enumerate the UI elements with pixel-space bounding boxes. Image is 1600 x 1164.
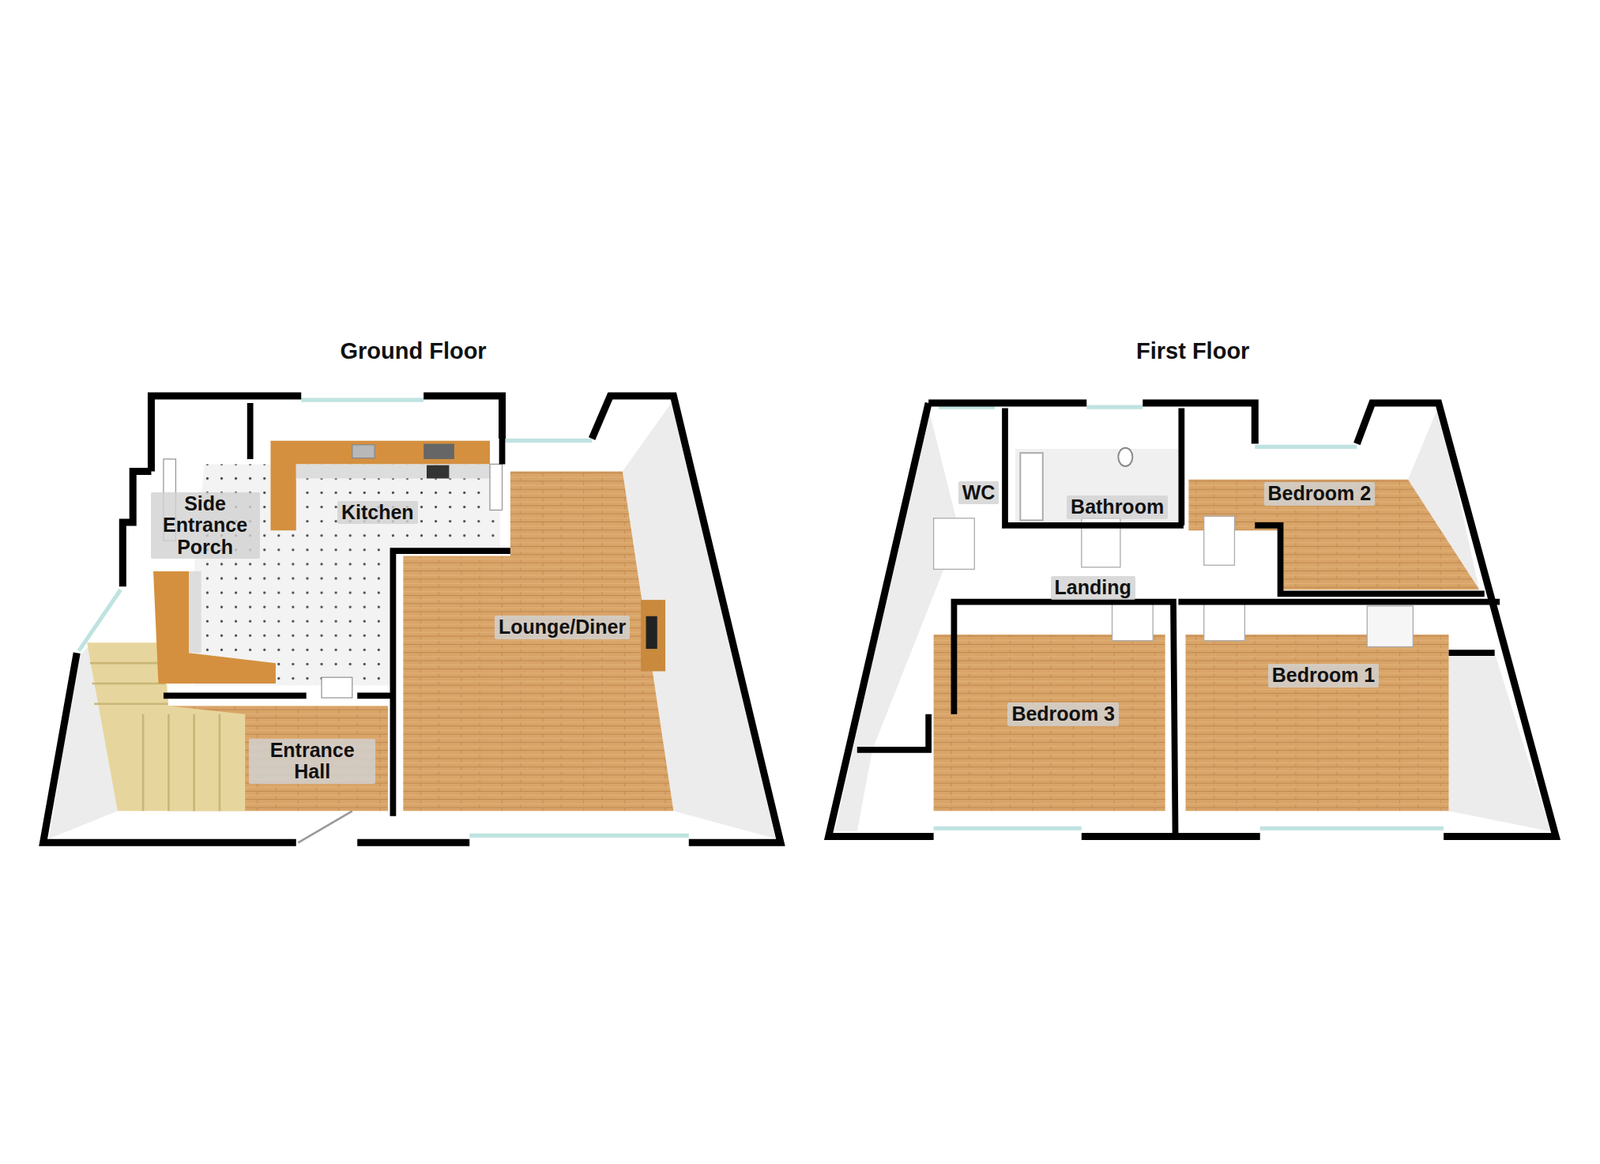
front-door — [297, 810, 352, 843]
door — [933, 518, 976, 570]
lounge-floor — [402, 470, 674, 811]
room: Landing — [994, 571, 1191, 604]
floor-plan: Ground FloorSide Entrance Porch KitchenLo… — [41, 332, 787, 849]
fireplace — [640, 599, 666, 671]
bedroom-floor — [933, 634, 1166, 811]
room: WC — [933, 454, 1024, 532]
oven — [426, 465, 449, 479]
room-label: Bedroom 2 — [1264, 481, 1376, 506]
toilet — [1118, 448, 1133, 467]
room-label: WC — [958, 481, 1000, 505]
inner-wall — [857, 407, 1500, 836]
floor-title: Ground Floor — [339, 337, 486, 366]
outer-wall — [43, 395, 781, 843]
room-label: Kitchen — [337, 500, 418, 525]
room-label: Bathroom — [1066, 495, 1168, 520]
window — [79, 399, 689, 836]
room: Bedroom 3 — [944, 653, 1183, 776]
room-label: Bedroom 3 — [1007, 702, 1119, 727]
inner-wall — [163, 402, 511, 817]
door — [321, 677, 353, 698]
door — [1204, 515, 1235, 565]
cupboard-door — [1366, 606, 1413, 648]
room: Bedroom 2 — [1198, 448, 1440, 539]
bathroom-floor — [1015, 448, 1179, 526]
room-label: Side Entrance Porch — [150, 492, 260, 560]
stair-treads — [90, 662, 220, 811]
sink — [352, 444, 375, 459]
cabinet-fronts — [296, 463, 490, 479]
kitchen-counter — [153, 571, 276, 684]
kitchen-counter — [270, 440, 490, 531]
room-label: Entrance Hall — [248, 738, 376, 784]
floor-title: First Floor — [1136, 337, 1250, 366]
first-floor-base — [828, 402, 1556, 837]
room-label: Bedroom 1 — [1268, 663, 1380, 688]
hob — [423, 444, 455, 460]
door — [1204, 602, 1246, 641]
room-label: Lounge/Diner — [494, 615, 630, 640]
wall-face — [1449, 652, 1552, 832]
floor-plan: First FloorWC Bathroom Bedroom 2 LandingBed… — [824, 332, 1561, 844]
outer-wall — [828, 402, 1556, 837]
door — [1112, 602, 1154, 641]
bath — [1020, 452, 1043, 520]
room-label: Landing — [1050, 576, 1136, 600]
room: Side Entrance Porch — [149, 464, 262, 588]
room: Bedroom 1 — [1198, 632, 1448, 719]
room: Bathroom — [1030, 466, 1205, 547]
window — [933, 406, 1444, 829]
bedroom-floor — [1188, 479, 1480, 590]
bedroom-floor — [1185, 634, 1449, 811]
cabinet-fronts — [188, 571, 201, 653]
room: Entrance Hall — [234, 711, 390, 810]
fireplace-insert — [646, 616, 658, 649]
room: Lounge/Diner — [408, 479, 717, 776]
door — [489, 463, 502, 510]
ground-floor-base — [43, 395, 781, 843]
room: Kitchen — [265, 448, 490, 576]
